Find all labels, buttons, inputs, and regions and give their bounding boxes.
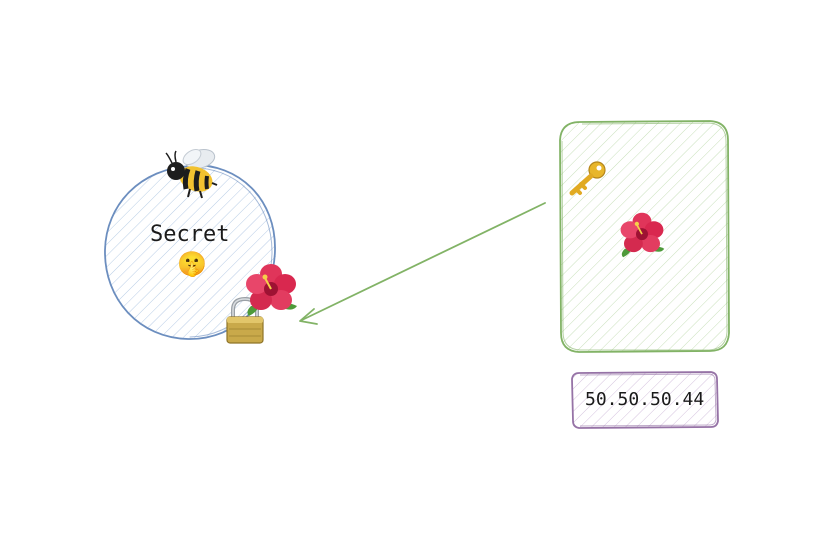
shushing-face-icon: 🤫 [177, 250, 207, 278]
ip-address-box[interactable] [571, 371, 719, 429]
connection-arrow[interactable] [299, 202, 546, 325]
secret-circle-node[interactable] [104, 164, 276, 340]
card-hibiscus-icon [620, 212, 665, 258]
bee-icon [165, 148, 218, 199]
ip-address-label: 50.50.50.44 [585, 389, 705, 410]
hibiscus-icon [246, 264, 297, 316]
lock-icon [226, 296, 264, 344]
secret-label: Secret [150, 222, 230, 247]
key-icon [569, 161, 606, 196]
